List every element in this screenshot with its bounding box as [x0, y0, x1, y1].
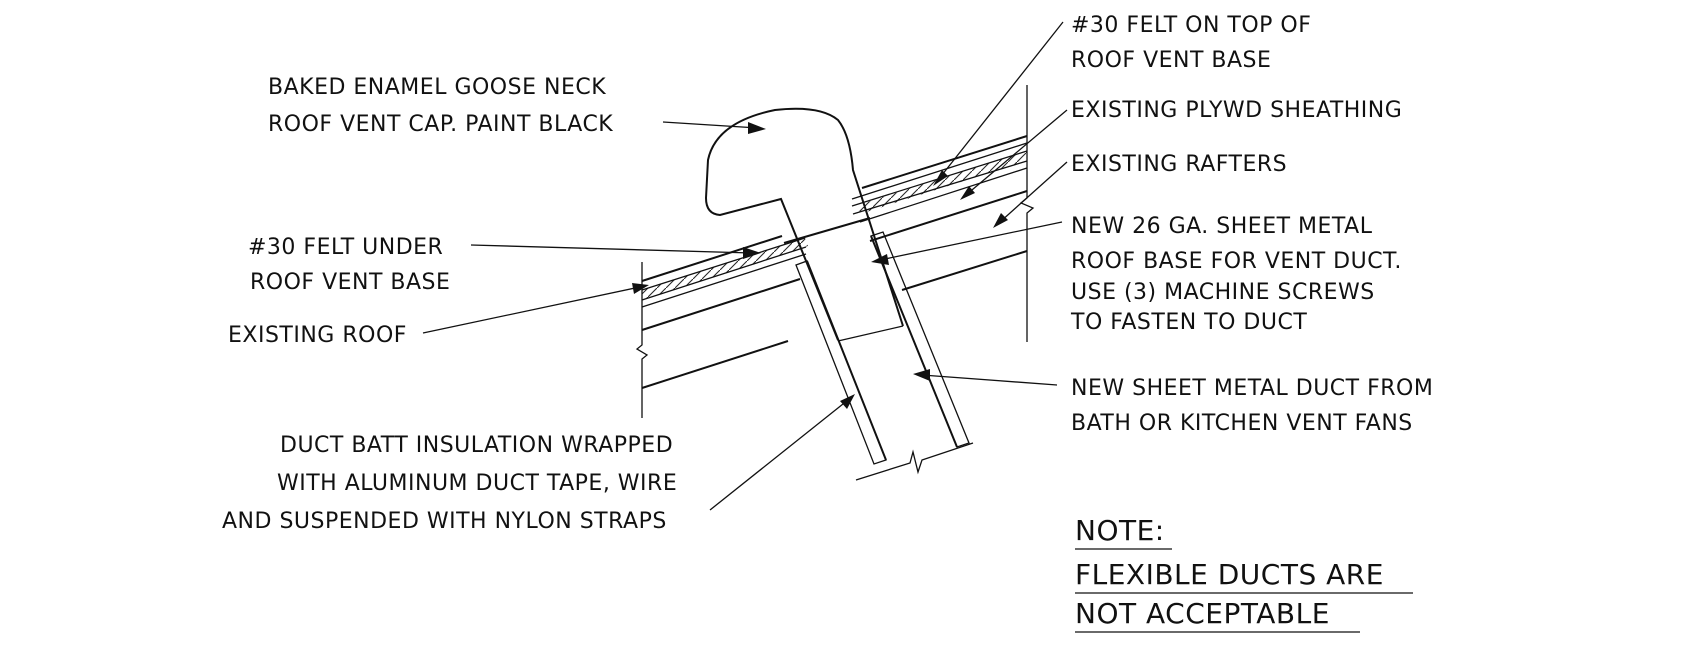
- leader-lines: [422, 21, 1068, 511]
- label-duct-2: BATH OR KITCHEN VENT FANS: [1071, 411, 1413, 436]
- right-break-line: [1019, 85, 1035, 342]
- note-block: NOTE: FLEXIBLE DUCTS ARE NOT ACCEPTABLE: [1075, 514, 1413, 633]
- label-roof-base-2: ROOF BASE FOR VENT DUCT.: [1071, 249, 1402, 274]
- label-roof-base-4: TO FASTEN TO DUCT: [1070, 310, 1307, 335]
- goose-neck-vent-cap: [704, 107, 1028, 341]
- callout-rafters: EXISTING RAFTERS: [1071, 152, 1287, 177]
- label-felt-under-2: ROOF VENT BASE: [250, 270, 450, 295]
- label-cap-2: ROOF VENT CAP. PAINT BLACK: [268, 112, 613, 137]
- note-line-2: NOT ACCEPTABLE: [1075, 597, 1330, 630]
- callout-existing-roof: EXISTING ROOF: [228, 323, 407, 348]
- duct-break-line: [855, 442, 974, 481]
- label-insul-3: AND SUSPENDED WITH NYLON STRAPS: [222, 509, 667, 534]
- roof-assembly: [635, 85, 1035, 418]
- callout-vent-cap: BAKED ENAMEL GOOSE NECK ROOF VENT CAP. P…: [268, 75, 613, 137]
- label-insul-1: DUCT BATT INSULATION WRAPPED: [280, 433, 673, 458]
- callout-duct: NEW SHEET METAL DUCT FROM BATH OR KITCHE…: [1071, 376, 1433, 436]
- label-felt-top-2: ROOF VENT BASE: [1071, 48, 1271, 73]
- label-cap-1: BAKED ENAMEL GOOSE NECK: [268, 75, 606, 100]
- label-roof-base-1: NEW 26 GA. SHEET METAL: [1071, 214, 1373, 239]
- label-insul-2: WITH ALUMINUM DUCT TAPE, WIRE: [277, 471, 677, 496]
- label-roof-base-3: USE (3) MACHINE SCREWS: [1071, 280, 1375, 305]
- callout-felt-on-top: #30 FELT ON TOP OF ROOF VENT BASE: [1071, 13, 1311, 73]
- label-rafters: EXISTING RAFTERS: [1071, 152, 1287, 177]
- note-line-1: FLEXIBLE DUCTS ARE: [1075, 558, 1384, 591]
- callout-felt-under: #30 FELT UNDER ROOF VENT BASE: [248, 235, 450, 295]
- left-break-line: [635, 262, 649, 418]
- callout-insulation: DUCT BATT INSULATION WRAPPED WITH ALUMIN…: [222, 433, 677, 534]
- label-felt-top-1: #30 FELT ON TOP OF: [1071, 13, 1311, 38]
- roof-left-section: [641, 235, 808, 389]
- callout-roof-base: NEW 26 GA. SHEET METAL ROOF BASE FOR VEN…: [1070, 214, 1402, 335]
- label-plywood: EXISTING PLYWD SHEATHING: [1071, 98, 1402, 123]
- callout-plywood: EXISTING PLYWD SHEATHING: [1071, 98, 1402, 123]
- label-felt-under-1: #30 FELT UNDER: [248, 235, 443, 260]
- note-title: NOTE:: [1075, 514, 1165, 547]
- roof-right-section: [851, 135, 1028, 291]
- label-duct-1: NEW SHEET METAL DUCT FROM: [1071, 376, 1433, 401]
- label-existing-roof: EXISTING ROOF: [228, 323, 407, 348]
